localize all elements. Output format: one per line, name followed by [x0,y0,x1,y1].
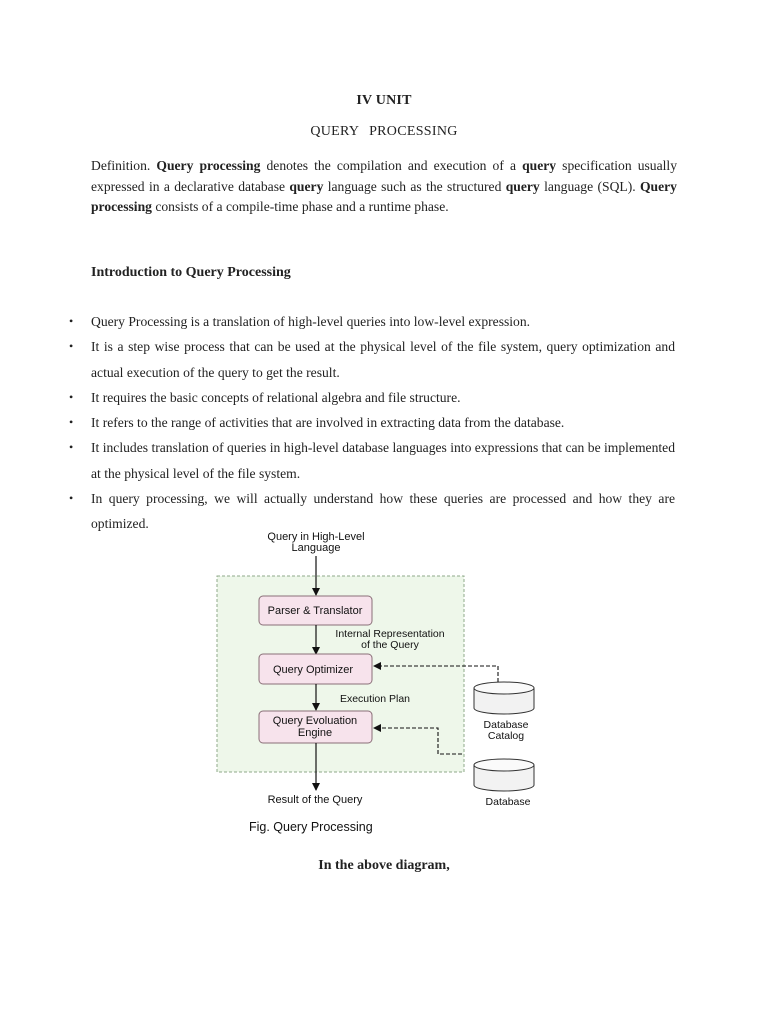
list-item-text: It is a step wise process that can be us… [91,339,675,380]
list-item-text: It refers to the range of activities tha… [91,415,565,431]
page-title: QUERY PROCESSING [0,124,768,140]
execution-plan-label: Execution Plan [340,693,410,705]
optimizer-label: Query Optimizer [273,664,353,676]
title-word-1: QUERY [310,124,360,139]
internal-representation-label: Internal Representation [335,628,444,640]
list-item: • It is a step wise process that can be u… [69,334,675,385]
title-word-2: PROCESSING [369,124,458,139]
list-item-text: It includes translation of queries in hi… [91,440,675,481]
definition-paragraph: Definition. Query processing denotes the… [91,156,677,218]
definition-bold: Query processing [156,158,261,173]
list-item-text: In query processing, we will actually un… [91,491,675,532]
definition-text: language such as the structured [323,178,506,194]
definition-text: Definition. [91,158,157,173]
database-catalog-icon [473,681,535,715]
list-item-text: Query Processing is a translation of hig… [91,314,531,329]
result-label: Result of the Query [268,794,363,806]
input-label: Language [292,542,341,554]
engine-label: Engine [298,727,332,739]
definition-bold: Query processing [91,178,677,215]
database-icon [473,758,535,792]
catalog-label: Catalog [488,730,524,742]
definition-text: denotes the compilation and execution of… [260,158,523,173]
catalog-label: Database [484,719,529,731]
definition-bold: query [505,178,540,194]
definition-bold: query [522,158,557,173]
figure-caption: Fig. Query Processing [249,820,373,834]
arrow [373,662,499,682]
bullet-list: • Query Processing is a translation of hi… [69,309,675,537]
list-item: • It requires the basic concepts of relat… [69,385,675,410]
arrow [373,724,462,755]
list-item: • It includes translation of queries in h… [69,435,675,486]
list-item: • It refers to the range of activities th… [69,410,675,435]
internal-representation-label: of the Query [361,639,420,651]
unit-title: IV UNIT [356,93,412,108]
bullet-icon: • [69,440,74,455]
list-item-text: It requires the basic concepts of relati… [91,389,461,405]
query-processing-diagram: Query in High-Level Language Parser & Tr… [212,528,552,838]
bullet-icon: • [69,389,74,404]
bullet-icon: • [69,314,74,328]
definition-text: language (SQL). [539,178,640,194]
input-label: Query in High-Level [267,531,364,543]
list-item: • Query Processing is a translation of hi… [69,309,675,334]
engine-label: Query Evoluation [273,715,357,727]
section-heading: In the above diagram, [318,858,450,873]
definition-bold: query [289,178,324,194]
list-item: • In query processing, we will actually u… [69,486,675,537]
bullet-icon: • [69,415,74,430]
database-label: Database [486,796,531,808]
parser-label: Parser & Translator [268,605,363,617]
bullet-icon: • [69,339,74,354]
bullet-icon: • [69,491,74,506]
definition-text: specification usually expressed in a dec… [91,158,677,194]
definition-text: consists of a compile-time phase and a r… [151,199,449,214]
section-heading: Introduction to Query Processing [91,265,291,280]
